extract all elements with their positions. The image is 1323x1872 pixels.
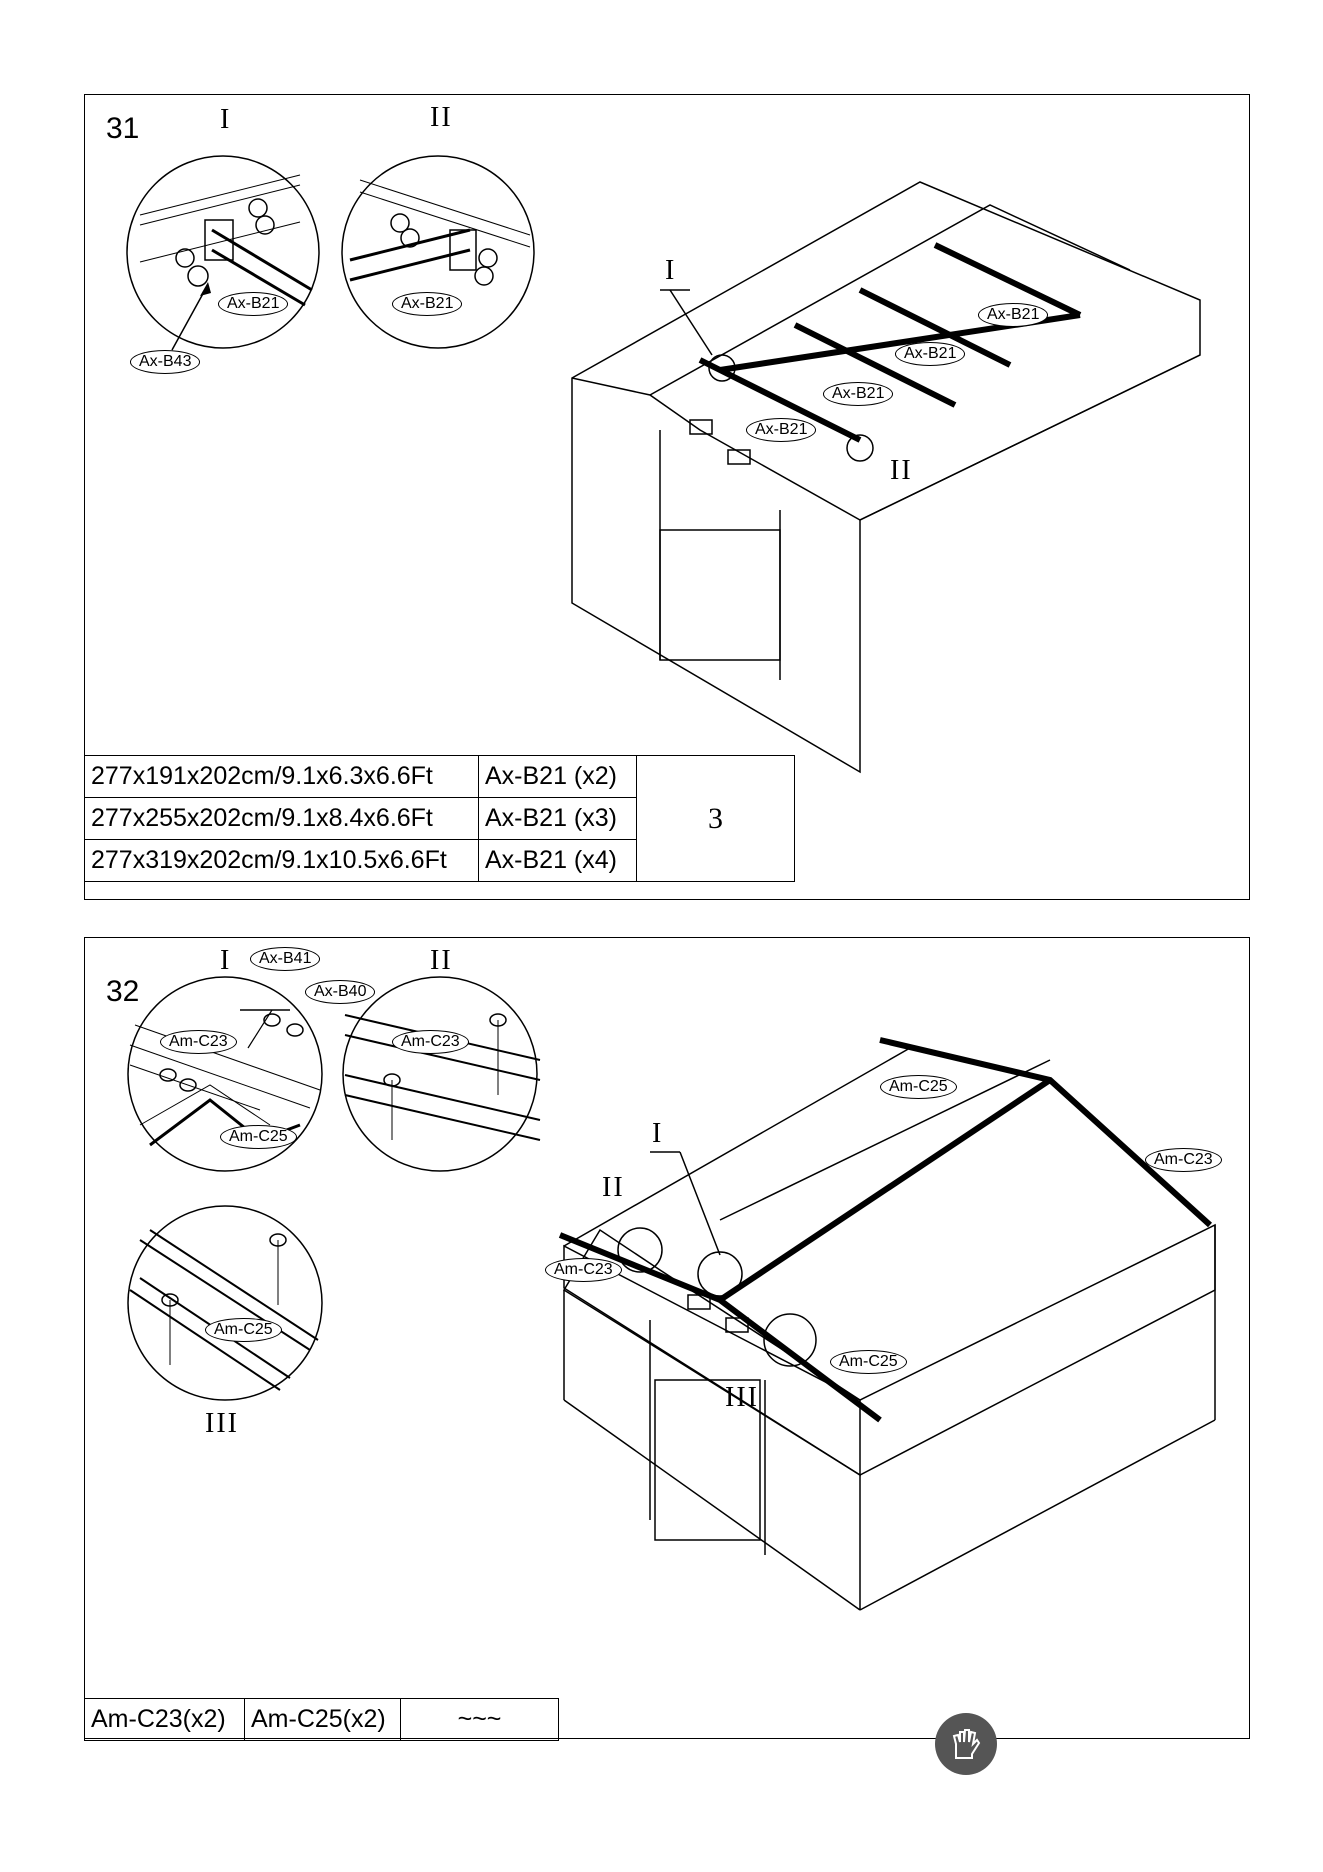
table-row: 277x255x202cm/9.1x8.4x6.6Ft Ax-B21 (x3) [84, 797, 795, 840]
diagram-marker-1: I [652, 1118, 664, 1149]
note-mark: 3 [708, 801, 723, 835]
part-label-ax-b21: Ax-B21 [218, 292, 289, 316]
diagram-label-am-c25: Am-C25 [830, 1350, 907, 1374]
diagram-marker-1: I [665, 255, 677, 286]
size-cell: 277x191x202cm/9.1x6.3x6.6Ft [84, 755, 479, 798]
diagram-label-am-c23: Am-C23 [1145, 1148, 1222, 1172]
detail-marker-1: I [220, 945, 232, 976]
step-32-panel [84, 937, 1250, 1739]
table-row: 277x319x202cm/9.1x10.5x6.6Ft Ax-B21 (x4) [84, 839, 795, 882]
note-cell: 3 [636, 755, 795, 882]
part-cell: Am-C23(x2) [84, 1698, 245, 1741]
diagram-label-am-c25: Am-C25 [880, 1075, 957, 1099]
size-cell: 277x255x202cm/9.1x8.4x6.6Ft [84, 797, 479, 840]
note-mark: ~~~ [457, 1705, 502, 1733]
diagram-label-ax-b21: Ax-B21 [823, 382, 894, 406]
detail-circle-2 [342, 976, 541, 1172]
note-cell: ~~~ [400, 1698, 559, 1741]
part-cell: Ax-B21 (x4) [478, 839, 637, 882]
part-label-ax-b43: Ax-B43 [130, 350, 201, 374]
glove-icon [935, 1713, 997, 1775]
roof-cover-strips-32 [558, 1037, 1213, 1423]
part-cell: Am-C25(x2) [244, 1698, 401, 1741]
diagram-marker-2: II [602, 1172, 625, 1203]
diagram-label-ax-b21: Ax-B21 [978, 303, 1049, 327]
diagram-label-ax-b21: Ax-B21 [895, 342, 966, 366]
part-label-am-c25: Am-C25 [205, 1318, 282, 1342]
detail-marker-1: I [220, 104, 232, 135]
detail-circle-2 [341, 155, 535, 349]
table-row: Am-C23(x2) Am-C25(x2) ~~~ [84, 1698, 559, 1741]
step-32-parts-table: Am-C23(x2) Am-C25(x2) ~~~ [84, 1698, 559, 1741]
detail-marker-2: II [430, 945, 453, 976]
detail-circle-1 [126, 155, 320, 349]
shed-frame-32 [562, 1047, 1216, 1611]
detail-marker-3: III [205, 1408, 239, 1439]
part-label-am-c23: Am-C23 [392, 1030, 469, 1054]
step-32-number: 32 [106, 975, 140, 1008]
step-31-number: 31 [106, 112, 140, 145]
part-label-am-c25: Am-C25 [220, 1125, 297, 1149]
diagram-label-ax-b21: Ax-B21 [746, 418, 817, 442]
roof-beams-31 [698, 242, 1082, 443]
part-label-ax-b40: Ax-B40 [305, 980, 376, 1004]
step-31-parts-table: 277x191x202cm/9.1x6.3x6.6Ft Ax-B21 (x2) … [84, 755, 795, 882]
table-row: 277x191x202cm/9.1x6.3x6.6Ft Ax-B21 (x2) … [84, 755, 795, 882]
part-label-ax-b41: Ax-B41 [250, 947, 321, 971]
detail-marker-2: II [430, 102, 453, 133]
shed-frame-31 [571, 181, 1201, 774]
detail-circle-3 [127, 1205, 323, 1401]
part-label-am-c23: Am-C23 [160, 1030, 237, 1054]
diagram-label-am-c23: Am-C23 [545, 1258, 622, 1282]
part-label-ax-b21: Ax-B21 [392, 292, 463, 316]
diagram-marker-2: II [890, 455, 913, 486]
size-cell: 277x319x202cm/9.1x10.5x6.6Ft [84, 839, 479, 882]
diagram-marker-3: III [725, 1382, 759, 1413]
